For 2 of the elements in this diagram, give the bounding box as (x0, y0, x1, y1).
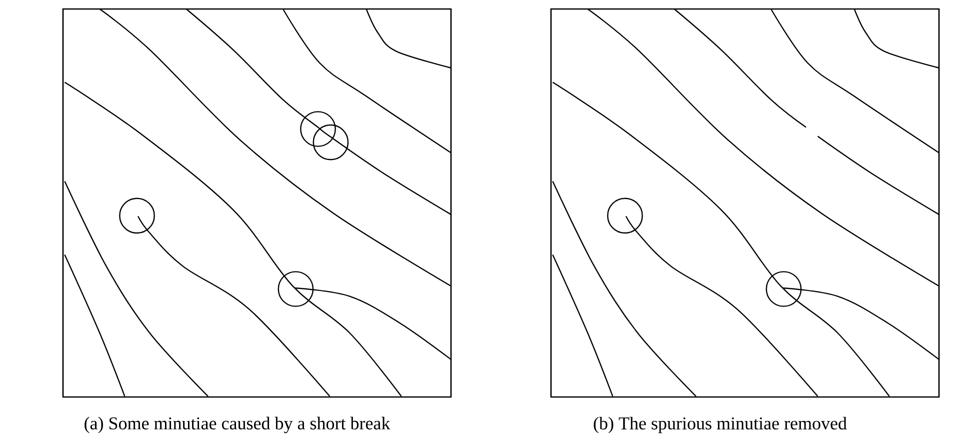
caption: (a) Some minutiae caused by a short break (84, 416, 390, 434)
caption: (b) The spurious minutiae removed (594, 416, 847, 434)
